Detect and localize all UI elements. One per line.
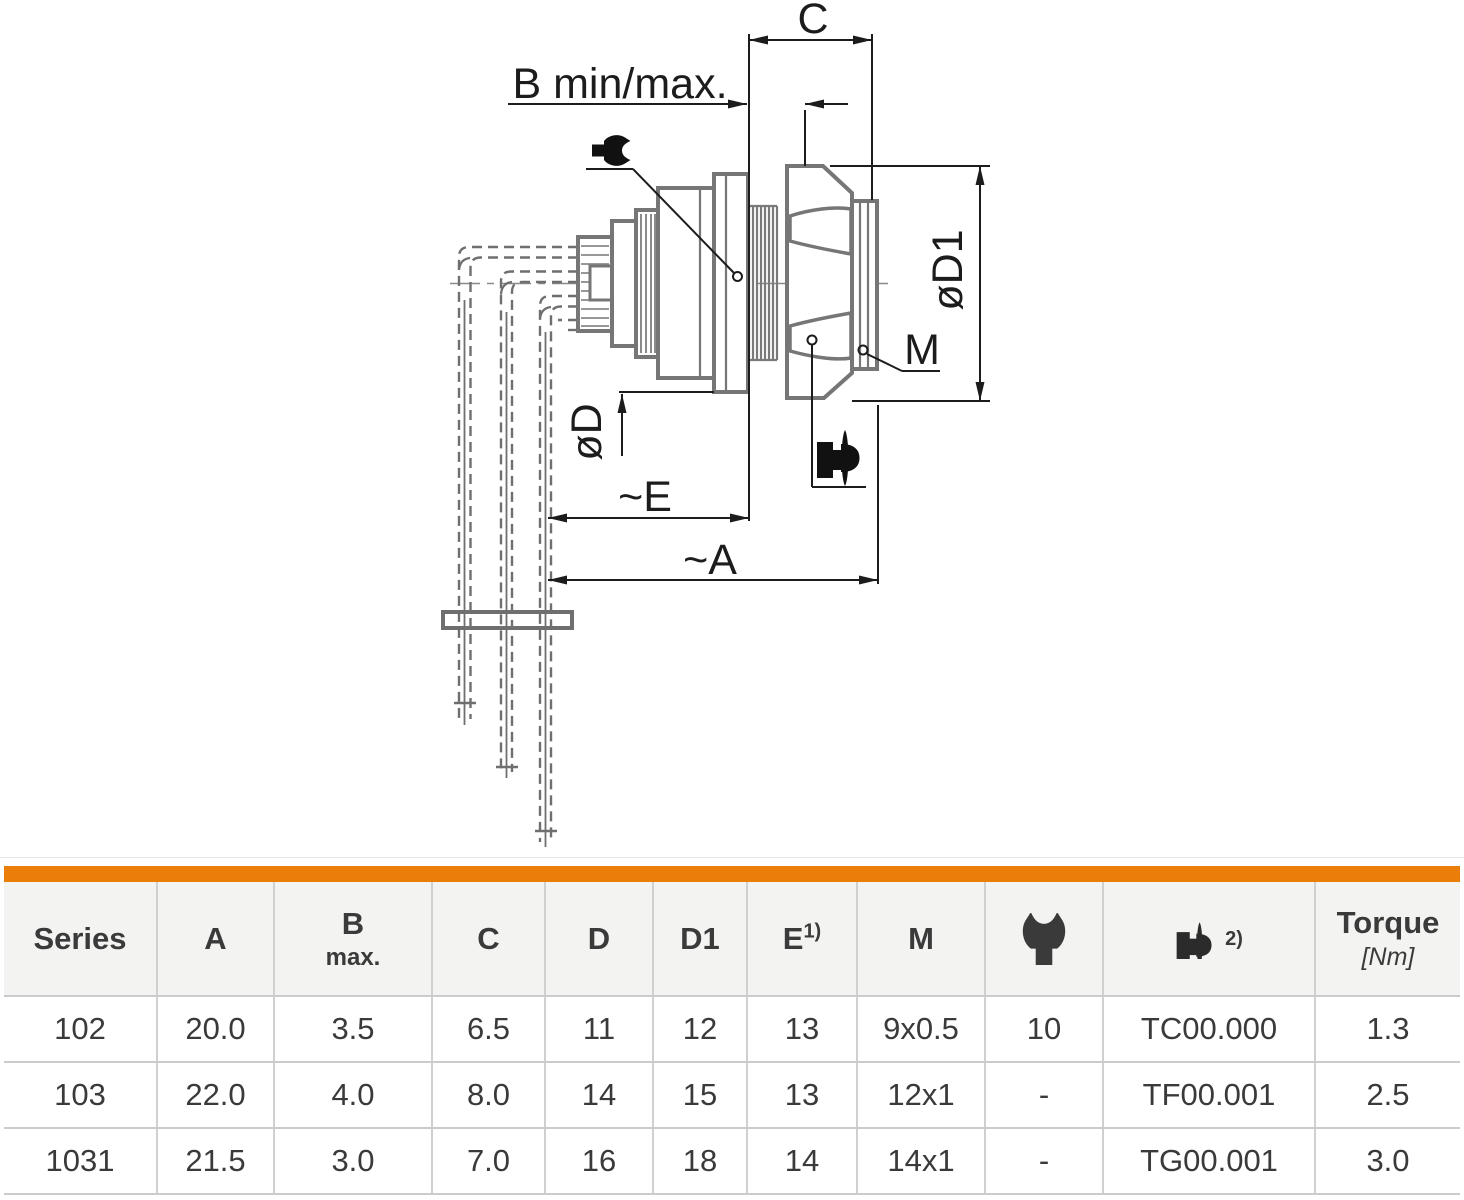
dimension-arrowheads (548, 35, 985, 585)
mounting-tool-icon (1176, 921, 1212, 959)
wrench-icon (592, 135, 631, 166)
cell-a: 21.5 (157, 1128, 275, 1195)
col-header-e-main: E (782, 920, 804, 956)
cell-d1: 15 (653, 1062, 748, 1129)
col-header-e: E1) (747, 882, 858, 997)
dimension-table: Series A B max. C D D1 E1) M (4, 866, 1460, 1195)
col-header-m: M (857, 882, 986, 997)
cell-c: 8.0 (432, 1062, 546, 1129)
cell-d1: 12 (653, 996, 748, 1063)
label-b: B min/max. (512, 60, 727, 108)
cell-c: 7.0 (432, 1128, 546, 1195)
cell-b: 3.0 (274, 1128, 433, 1195)
col-header-torque-unit: [Nm] (1361, 943, 1415, 971)
cell-series: 1031 (4, 1128, 158, 1195)
label-e: ~E (618, 473, 672, 521)
footnote-1-marker: 1) (803, 920, 822, 943)
wrench-icon (1022, 912, 1066, 965)
col-header-series: Series (4, 882, 158, 997)
cell-m: 14x1 (857, 1128, 986, 1195)
cell-torque: 1.3 (1315, 996, 1460, 1063)
cell-series: 102 (4, 996, 158, 1063)
col-header-torque: Torque [Nm] (1315, 882, 1460, 997)
cell-c: 6.5 (432, 996, 546, 1063)
cell-series: 103 (4, 1062, 158, 1129)
cell-wrench: 10 (985, 996, 1104, 1063)
cell-tool: TG00.001 (1103, 1128, 1316, 1195)
dimension-labels: C B min/max. øD1 M øD ~E ~A (512, 0, 972, 584)
connector-technical-drawing: C B min/max. øD1 M øD ~E ~A (441, 0, 990, 847)
cell-wrench: - (985, 1128, 1104, 1195)
cell-m: 12x1 (857, 1062, 986, 1129)
cell-b: 3.5 (274, 996, 433, 1063)
label-m: M (904, 326, 940, 374)
col-header-d1: D1 (653, 882, 748, 997)
mounting-board (441, 610, 574, 630)
cell-torque: 2.5 (1315, 1062, 1460, 1129)
table-row: 102 20.0 3.5 6.5 11 12 13 9x0.5 10 TC00.… (4, 996, 1460, 1063)
cell-b: 4.0 (274, 1062, 433, 1129)
col-header-torque-main: Torque (1336, 905, 1440, 940)
cell-e: 13 (747, 1062, 858, 1129)
dimension-lines (508, 34, 990, 584)
col-header-a: A (157, 882, 275, 997)
cell-wrench: - (985, 1062, 1104, 1129)
cell-d: 16 (545, 1128, 654, 1195)
label-d1: øD1 (924, 229, 972, 310)
label-c: C (797, 0, 828, 43)
cell-a: 22.0 (157, 1062, 275, 1129)
label-a: ~A (683, 536, 737, 584)
cell-tool: TC00.000 (1103, 996, 1316, 1063)
contact-pin-centerlines (454, 256, 557, 847)
col-header-wrench (985, 882, 1104, 997)
label-d: øD (563, 403, 611, 460)
col-header-b: B max. (274, 882, 433, 997)
connector-body (576, 164, 879, 400)
col-header-d: D (545, 882, 654, 997)
section-divider (0, 857, 1464, 858)
col-header-b-sub: max. (325, 943, 381, 971)
table-row: 103 22.0 4.0 8.0 14 15 13 12x1 - TF00.00… (4, 1062, 1460, 1129)
mounting-tool-icon (817, 430, 860, 486)
accent-bar (4, 866, 1460, 882)
cell-d: 11 (545, 996, 654, 1063)
cell-torque: 3.0 (1315, 1128, 1460, 1195)
cell-a: 20.0 (157, 996, 275, 1063)
cell-e: 13 (747, 996, 858, 1063)
header-row: Series A B max. C D D1 E1) M (4, 882, 1460, 997)
col-header-b-main: B (341, 905, 365, 941)
cell-e: 14 (747, 1128, 858, 1195)
col-header-tool: 2) (1103, 882, 1316, 997)
table-row: 1031 21.5 3.0 7.0 16 18 14 14x1 - TG00.0… (4, 1128, 1460, 1195)
cell-m: 9x0.5 (857, 996, 986, 1063)
cell-d: 14 (545, 1062, 654, 1129)
cell-tool: TF00.001 (1103, 1062, 1316, 1129)
contact-pins (457, 245, 578, 842)
col-header-c: C (432, 882, 546, 997)
cell-d1: 18 (653, 1128, 748, 1195)
